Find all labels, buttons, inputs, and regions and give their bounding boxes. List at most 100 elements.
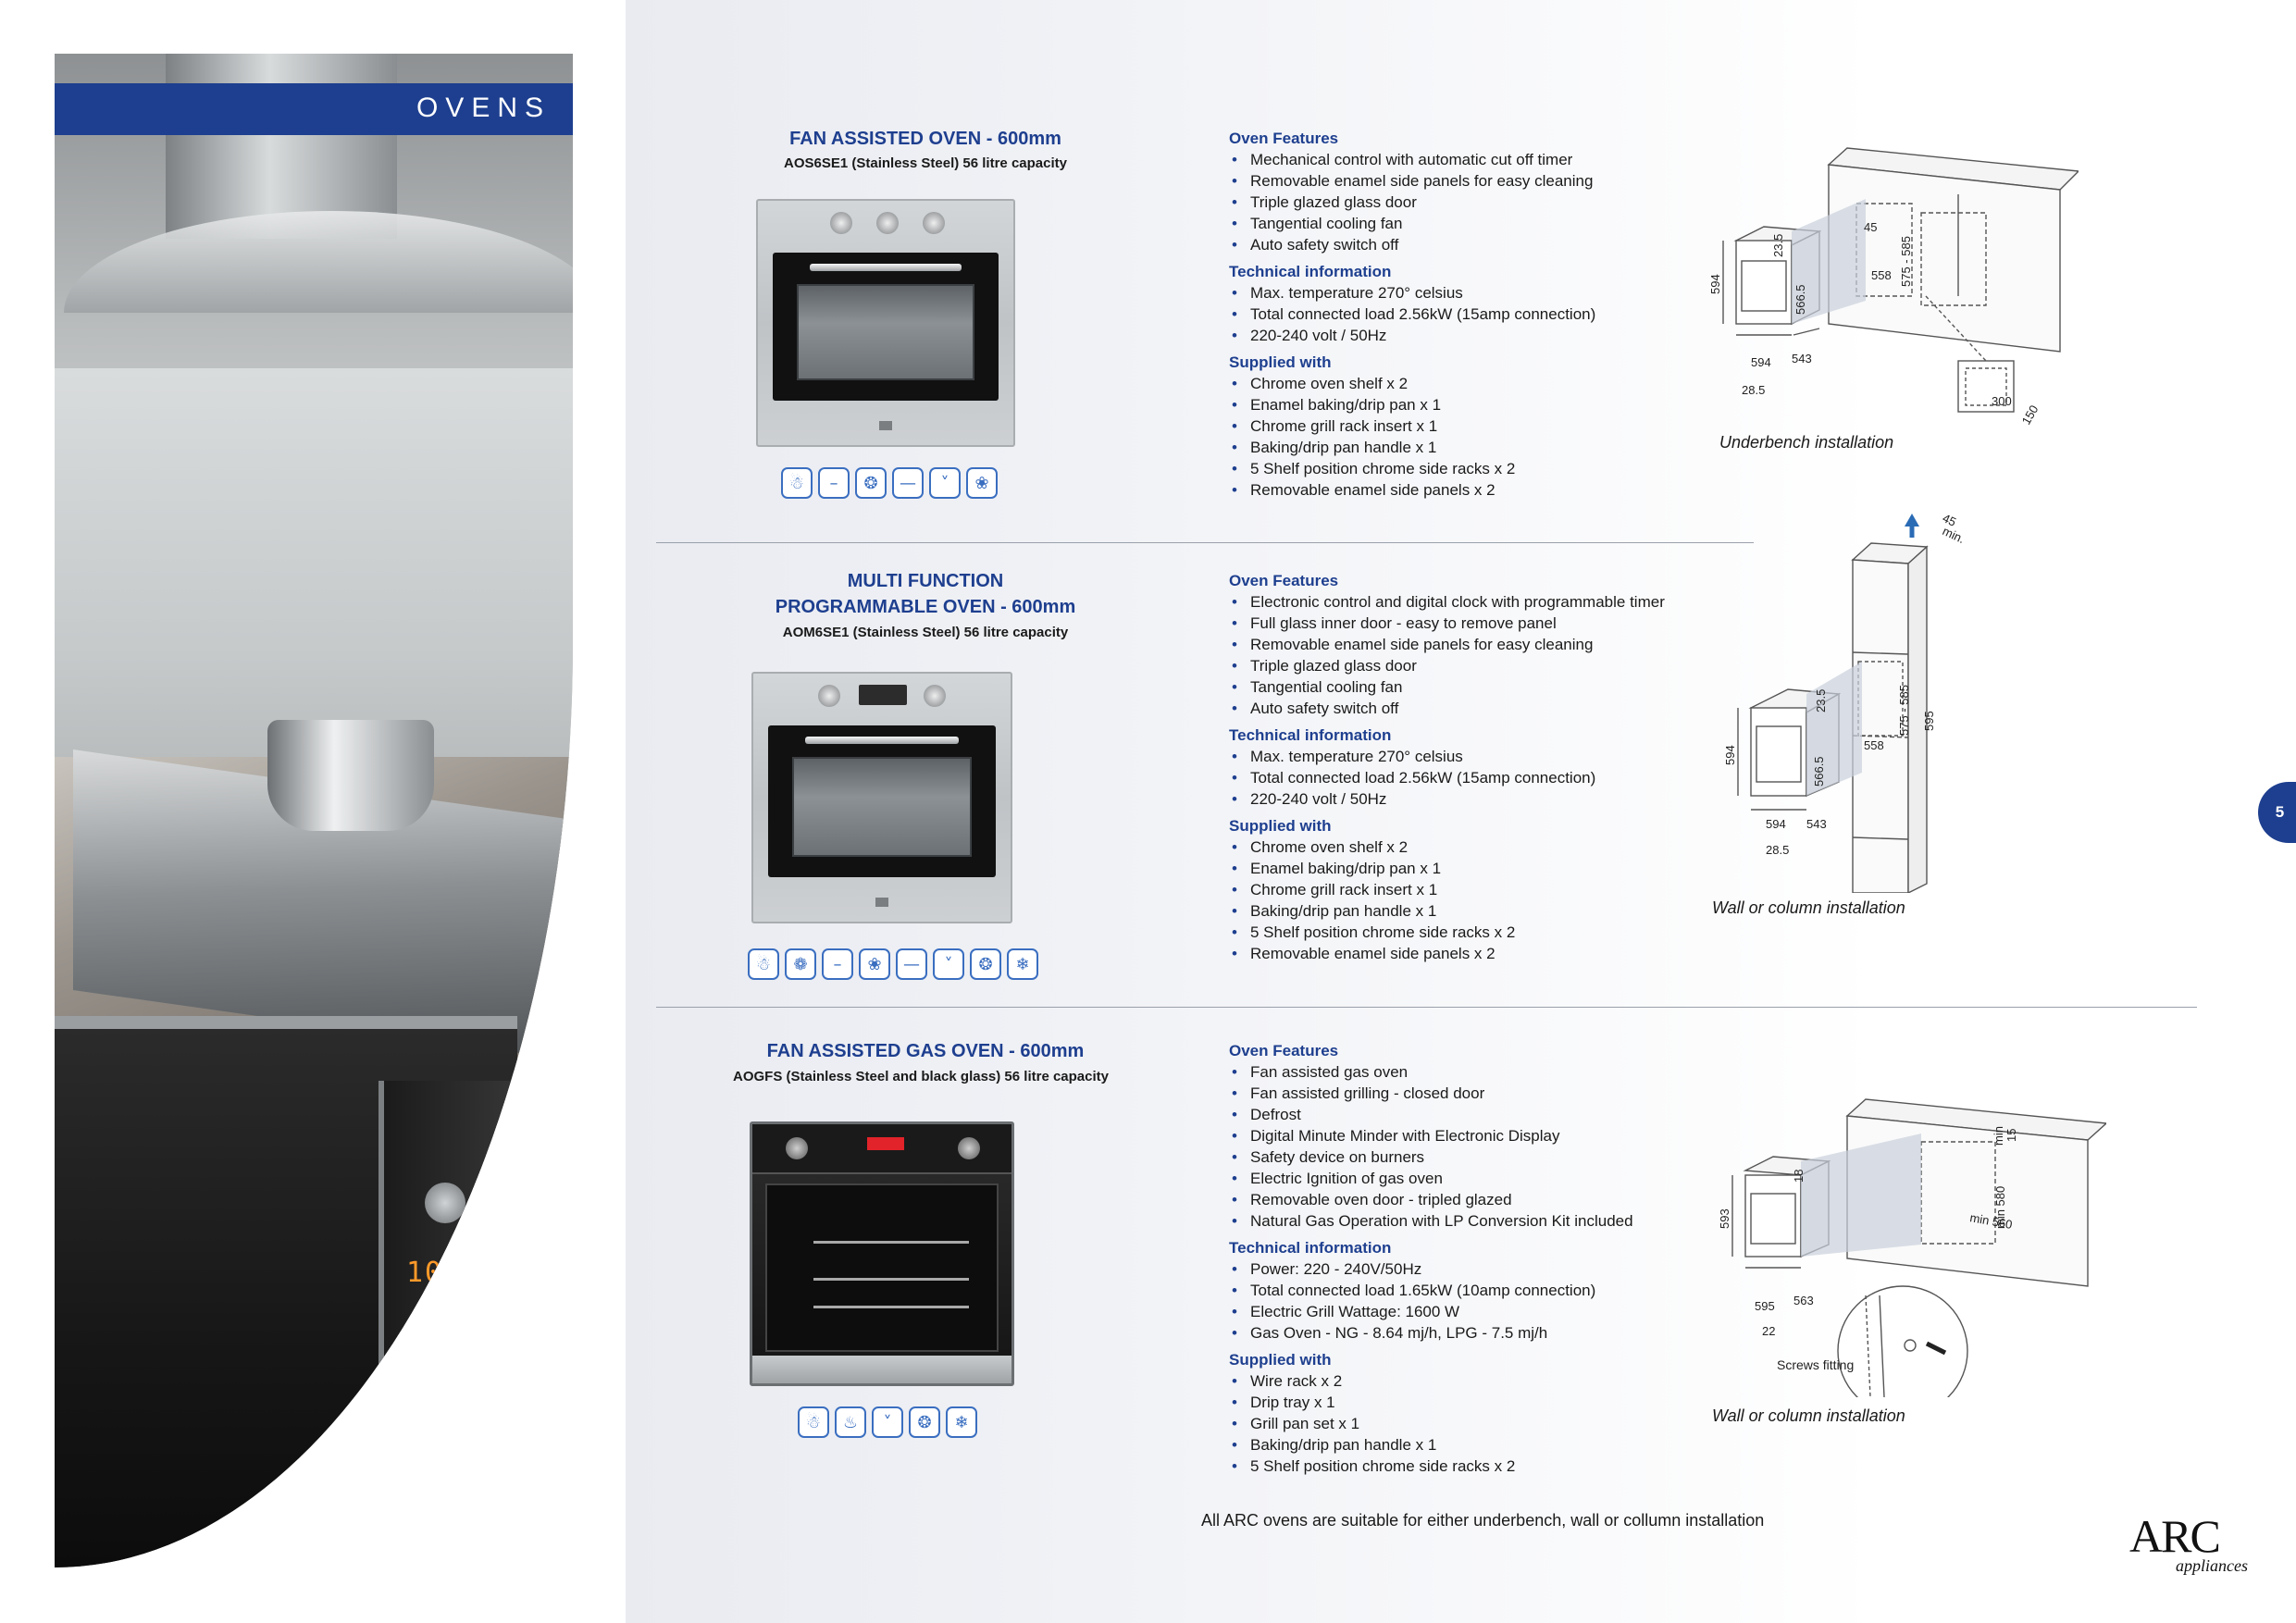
oven-dial xyxy=(923,212,945,234)
dimension-label: 575 - 585 xyxy=(1897,685,1911,736)
feature-item: Max. temperature 270° celsius xyxy=(1229,746,1729,767)
feature-item: Auto safety switch off xyxy=(1229,698,1729,719)
installation-diagram-gas: 18 593 595 563 22 min 560 min 580 min 15… xyxy=(1718,1098,2106,1397)
dimension-label: 566.5 xyxy=(1812,756,1826,787)
dimension-label: 28.5 xyxy=(1766,843,1789,857)
logo-subtext: appliances xyxy=(2176,1556,2248,1575)
product-title-line: MULTI FUNCTION xyxy=(847,571,1004,591)
left-photo-panel: 10:40 OVENS xyxy=(0,0,626,1623)
product-title: MULTI FUNCTION PROGRAMMABLE OVEN - 600mm xyxy=(731,568,1120,620)
feature-item: Mechanical control with automatic cut of… xyxy=(1229,149,1729,170)
feature-item: Natural Gas Operation with LP Conversion… xyxy=(1229,1210,1729,1232)
feature-item: 5 Shelf position chrome side racks x 2 xyxy=(1229,458,1729,479)
feature-items: Electronic control and digital clock wit… xyxy=(1229,591,1729,719)
feature-item: Baking/drip pan handle x 1 xyxy=(1229,437,1729,458)
fan-grill-icon: ❂ xyxy=(855,467,887,499)
function-icons: ☃ – ❂ — ˅ ❀ xyxy=(781,467,998,499)
feature-list: Oven Features Mechanical control with au… xyxy=(1229,128,1729,501)
feature-item: Electric Grill Wattage: 1600 W xyxy=(1229,1301,1729,1322)
top-heat-icon: — xyxy=(896,948,927,980)
feature-items: Mechanical control with automatic cut of… xyxy=(1229,149,1729,255)
dimension-label: 558 xyxy=(1864,738,1884,752)
product-title: FAN ASSISTED GAS OVEN - 600mm xyxy=(731,1038,1120,1064)
led-display xyxy=(867,1137,904,1150)
feature-item: Auto safety switch off xyxy=(1229,234,1729,255)
grill-icon: ˅ xyxy=(929,467,961,499)
defrost-icon: ☃ xyxy=(798,1406,829,1438)
feature-item: Electronic control and digital clock wit… xyxy=(1229,591,1729,613)
oven-product-image xyxy=(750,1121,1014,1386)
dimension-label: 543 xyxy=(1792,352,1812,365)
feature-item: Defrost xyxy=(1229,1104,1729,1125)
feature-items: Fan assisted gas oven Fan assisted grill… xyxy=(1229,1061,1729,1232)
snowflake-icon: ❄ xyxy=(946,1406,977,1438)
feature-item: Fan assisted gas oven xyxy=(1229,1061,1729,1083)
feature-heading: Technical information xyxy=(1229,1239,1392,1257)
dimension-label: 595 xyxy=(1922,711,1936,731)
feature-item: Total connected load 2.56kW (15amp conne… xyxy=(1229,304,1729,325)
dimension-label: 593 xyxy=(1718,1208,1731,1229)
oven-dial xyxy=(876,212,899,234)
dimension-label: 45 xyxy=(1941,511,1958,529)
feature-item: Full glass inner door - easy to remove p… xyxy=(1229,613,1729,634)
oven-product-image xyxy=(756,199,1015,447)
oven-window xyxy=(765,1183,999,1352)
oven-control-panel xyxy=(379,1081,536,1543)
fan-bake-icon: ❂ xyxy=(909,1406,940,1438)
feature-item: Drip tray x 1 xyxy=(1229,1392,1729,1413)
product-title-line: FAN ASSISTED GAS OVEN - 600mm xyxy=(766,1041,1085,1061)
oven-rack xyxy=(813,1278,969,1281)
oven-rack xyxy=(813,1306,969,1308)
oven-control-panel xyxy=(752,1124,1011,1174)
callout-label: Screws fitting xyxy=(1777,1357,1854,1372)
oven-handle xyxy=(810,264,962,271)
feature-item: Grill pan set x 1 xyxy=(1229,1413,1729,1434)
product-model: AOM6SE1 (Stainless Steel) 56 litre capac… xyxy=(782,625,1069,640)
bottom-heat-icon: – xyxy=(818,467,850,499)
feature-item: 220-240 volt / 50Hz xyxy=(1229,788,1729,810)
feature-list: Oven Features Fan assisted gas oven Fan … xyxy=(1229,1040,1729,1477)
feature-list: Oven Features Electronic control and dig… xyxy=(1229,570,1729,964)
section-heading-band: OVENS xyxy=(55,83,573,135)
feature-heading: Supplied with xyxy=(1229,353,1332,371)
feature-item: Removable enamel side panels for easy cl… xyxy=(1229,634,1729,655)
feature-item: Chrome oven shelf x 2 xyxy=(1229,836,1729,858)
bottom-heat-icon: – xyxy=(822,948,853,980)
feature-item: 5 Shelf position chrome side racks x 2 xyxy=(1229,922,1729,943)
dimension-label: 563 xyxy=(1793,1294,1814,1307)
logo-wordmark: ARC xyxy=(2129,1510,2221,1562)
defrost-icon: ☃ xyxy=(781,467,813,499)
rangehood-glass xyxy=(64,211,573,313)
fan-bake-icon: ❀ xyxy=(966,467,998,499)
dimension-label: 150 xyxy=(2019,403,2042,427)
dimension-label: 566.5 xyxy=(1793,284,1807,315)
oven-cavity xyxy=(792,757,972,857)
oven-clock-display: 10:40 xyxy=(406,1257,500,1289)
feature-item: Triple glazed glass door xyxy=(1229,655,1729,676)
feature-items: Power: 220 - 240V/50Hz Total connected l… xyxy=(1229,1258,1729,1344)
product-model: AOS6SE1 (Stainless Steel) 56 litre capac… xyxy=(784,155,1067,171)
feature-item: Removable enamel side panels x 2 xyxy=(1229,943,1729,964)
dimension-label: 594 xyxy=(1708,274,1722,294)
saucepan xyxy=(267,720,434,831)
oven-dial xyxy=(924,685,946,707)
fan-bake-icon: ❂ xyxy=(970,948,1001,980)
product-title: FAN ASSISTED OVEN - 600mm xyxy=(731,126,1120,152)
feature-item: Baking/drip pan handle x 1 xyxy=(1229,900,1729,922)
brand-badge xyxy=(875,898,888,907)
dimension-label: 543 xyxy=(1806,817,1827,831)
feature-item: Baking/drip pan handle x 1 xyxy=(1229,1434,1729,1456)
fan-forced-icon: ❁ xyxy=(785,948,816,980)
dimension-label: 23.5 xyxy=(1814,689,1828,712)
page-number: 5 xyxy=(2275,803,2285,821)
feature-items: Wire rack x 2 Drip tray x 1 Grill pan se… xyxy=(1229,1370,1729,1477)
feature-item: Chrome grill rack insert x 1 xyxy=(1229,415,1729,437)
installation-diagram-column: 45 min. 23.5 594 566.5 594 543 28.5 558 … xyxy=(1723,511,1967,893)
feature-item: Digital Minute Minder with Electronic Di… xyxy=(1229,1125,1729,1146)
oven-knob xyxy=(425,1414,465,1455)
feature-item: Removable enamel side panels for easy cl… xyxy=(1229,170,1729,192)
feature-heading: Supplied with xyxy=(1229,817,1332,835)
oven-dial xyxy=(818,685,840,707)
feature-heading: Oven Features xyxy=(1229,572,1339,589)
feature-item: Total connected load 1.65kW (10amp conne… xyxy=(1229,1280,1729,1301)
